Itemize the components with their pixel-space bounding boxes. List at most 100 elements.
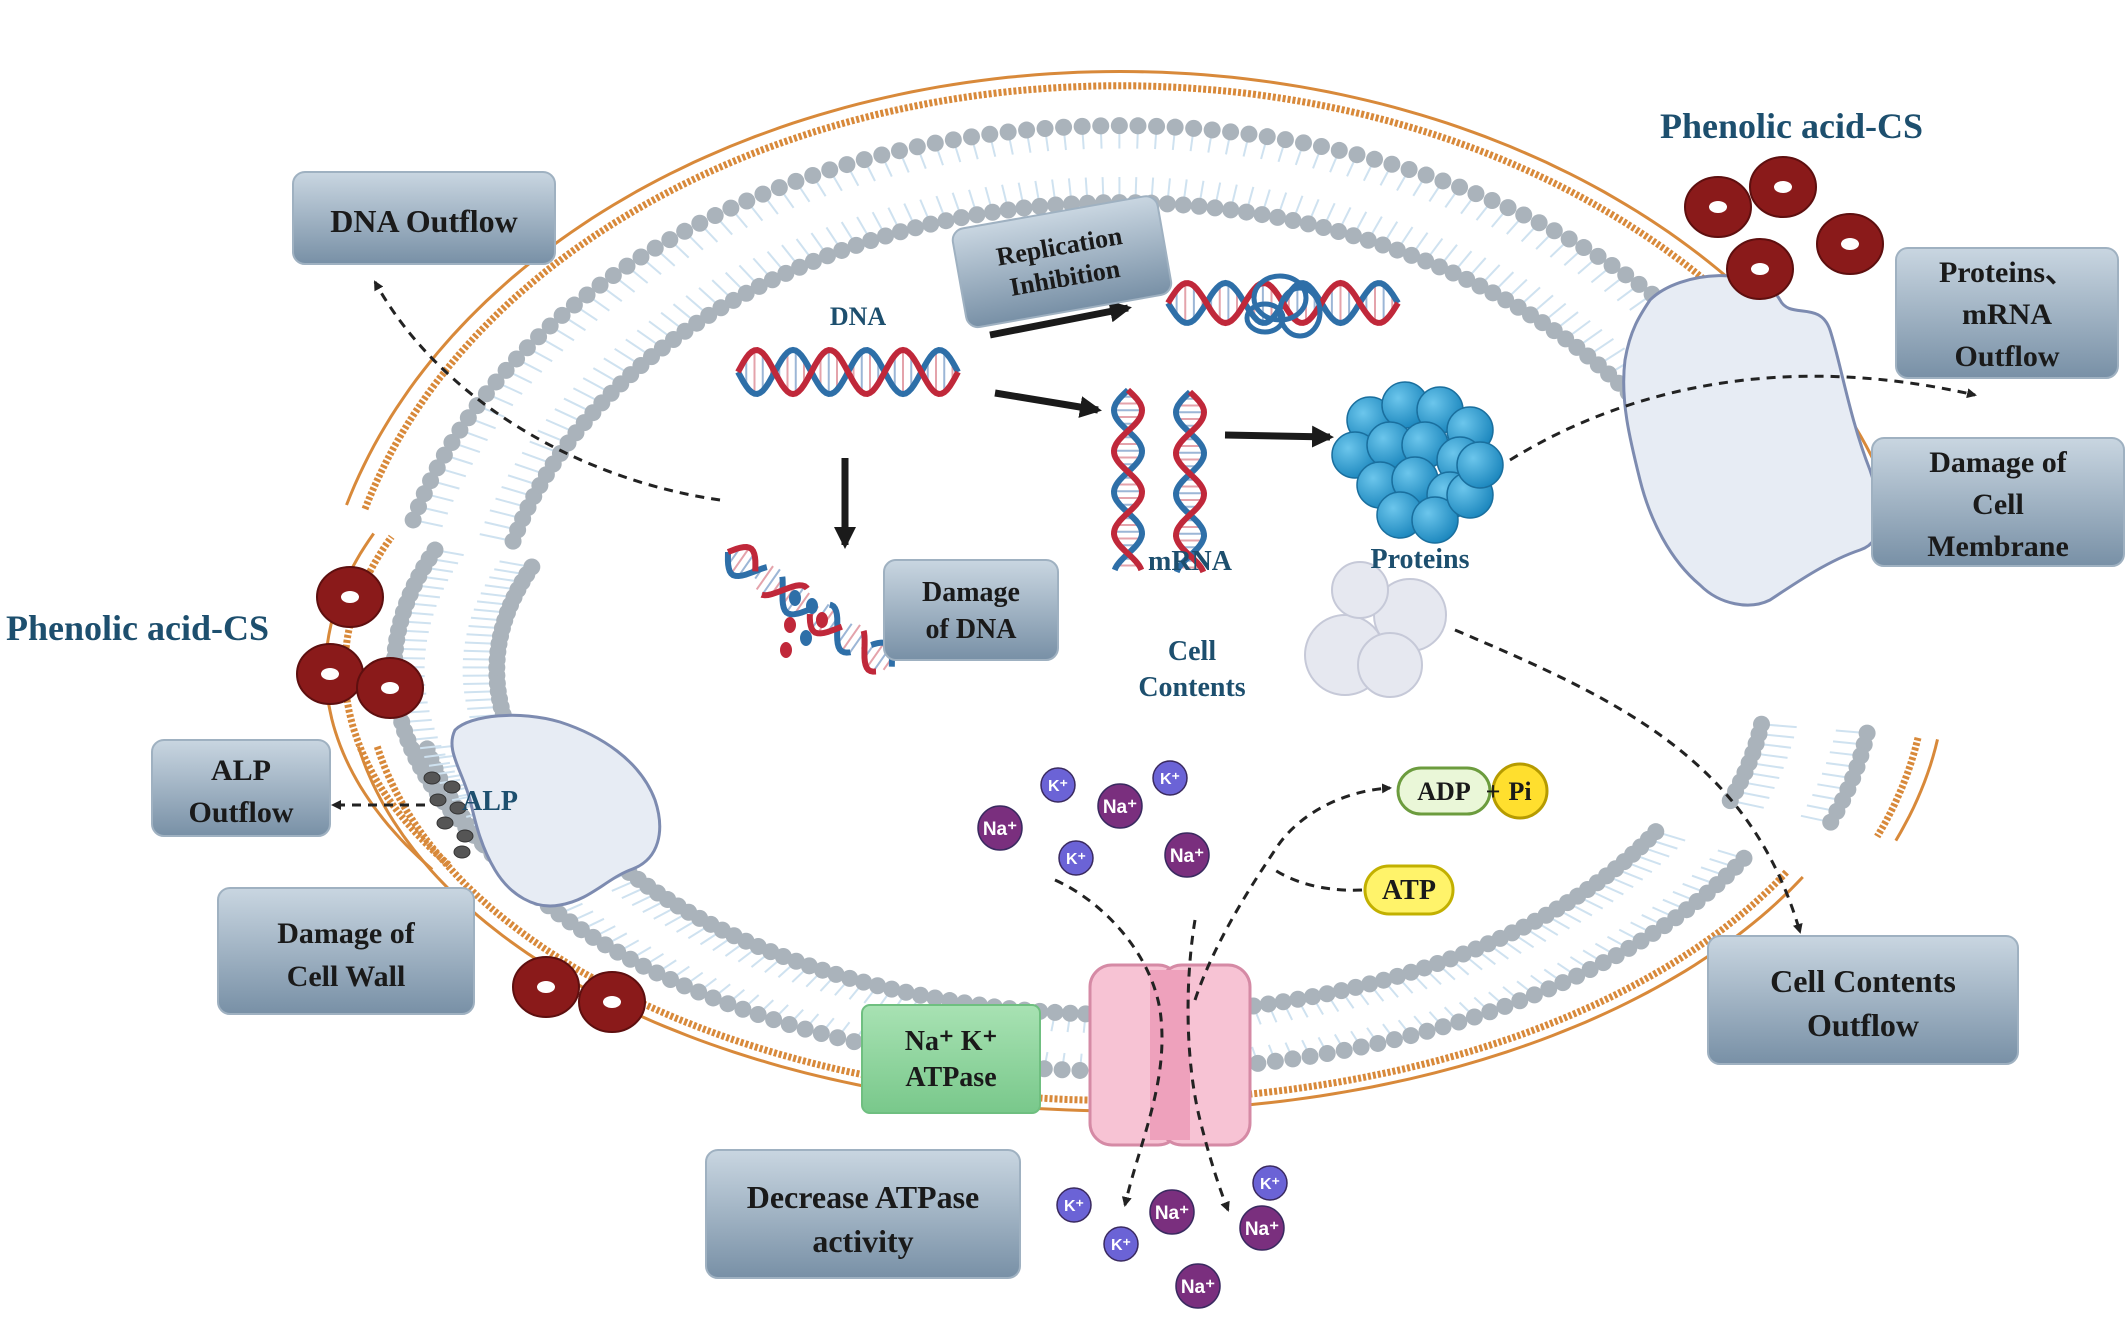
na-ion-label: Na⁺ <box>983 819 1017 840</box>
arrow-ion-in-left <box>1054 878 1164 1207</box>
damage-cell-wall-label-1: Damage of <box>277 917 415 950</box>
na-ion-label: Na⁺ <box>1155 1203 1189 1224</box>
adp-pill <box>1396 766 1492 816</box>
alp-particles <box>423 771 474 859</box>
arrow-ion-in-right <box>1186 919 1230 1212</box>
decrease-atpase-box <box>705 1149 1021 1279</box>
sodium-ion-icon: Na⁺ <box>977 805 1023 851</box>
sodium-ion-icon: Na⁺ <box>1149 1189 1195 1235</box>
membrane-protein-right <box>1622 274 1882 607</box>
k-ion-label: K⁺ <box>1160 771 1180 788</box>
damage-cell-membrane-label-1: Damage of <box>1929 446 2067 479</box>
dna-outflow-label: DNA Outflow <box>330 203 518 239</box>
arrow-from-atp <box>1274 868 1363 892</box>
alp-outflow-label-2: Outflow <box>189 796 294 829</box>
cell-contents-outflow-label-1: Cell Contents <box>1770 963 1956 999</box>
damage-dna-box <box>883 559 1059 661</box>
pi-label: Pi <box>1508 777 1531 806</box>
mrna-strand-1 <box>1110 387 1146 572</box>
alp-outflow-label-1: ALP <box>211 754 271 787</box>
mrna-strand-2 <box>1172 389 1208 574</box>
damage-dna-label-2: of DNA <box>926 614 1018 645</box>
na-ion-label: Na⁺ <box>1181 1277 1215 1298</box>
na-ion-label: Na⁺ <box>1170 846 1204 867</box>
phenolic-top-label: Phenolic acid-CS <box>1660 106 1923 146</box>
potassium-ion-icon: K⁺ <box>1058 840 1094 876</box>
phenolic-acid-cs-particle <box>356 657 424 719</box>
replication-inhibition-box <box>951 195 1173 329</box>
sodium-ion-icon: Na⁺ <box>1239 1205 1285 1251</box>
dna-helices <box>724 273 1401 675</box>
ion-group: K⁺ Na⁺ Na⁺ K⁺ K⁺ Na⁺ K⁺ K⁺ Na⁺ K⁺ Na⁺ Na⁺ <box>977 760 1288 1309</box>
proteins-mrna-outflow-label-3: Outflow <box>1955 340 2060 373</box>
potassium-ion-icon: K⁺ <box>1252 1165 1288 1201</box>
proteins-mrna-outflow-label-1: Proteins、 <box>1939 256 2075 289</box>
solid-arrows <box>834 300 1334 549</box>
sodium-ion-icon: Na⁺ <box>1164 832 1210 878</box>
plus-label: + <box>1486 777 1501 806</box>
atpase-label-2: ATPase <box>905 1062 996 1093</box>
potassium-ion-icon: K⁺ <box>1056 1187 1092 1223</box>
atpase-box <box>861 1004 1041 1114</box>
damage-cell-membrane-label-3: Membrane <box>1927 530 2069 563</box>
phenolic-acid-cs-particles <box>296 156 1884 1033</box>
replication-knot-icon <box>1244 273 1323 339</box>
proteins-mrna-outflow-box <box>1895 247 2119 379</box>
phenolic-acid-cs-particle <box>296 643 364 705</box>
phenolic-left-label: Phenolic acid-CS <box>6 608 269 648</box>
na-k-atpase-channel <box>1088 963 1252 1147</box>
phenolic-acid-cs-particle <box>316 566 384 628</box>
damage-cell-wall-box <box>217 887 475 1015</box>
dna-outflow-box <box>292 171 556 265</box>
atp-pill <box>1363 864 1455 916</box>
arrow-proteins-outflow <box>1509 374 1977 462</box>
dna-label: DNA <box>830 302 887 331</box>
membrane-protein-left <box>450 713 662 908</box>
cell-contents-label-2: Contents <box>1138 672 1245 703</box>
sodium-ion-icon: Na⁺ <box>1175 1263 1221 1309</box>
damage-cell-membrane-label-2: Cell <box>1972 488 2024 521</box>
k-ion-label: K⁺ <box>1066 851 1086 868</box>
na-ion-label: Na⁺ <box>1103 797 1137 818</box>
atpase-label-1: Na⁺ K⁺ <box>905 1026 998 1057</box>
potassium-ion-icon: K⁺ <box>1040 767 1076 803</box>
alp-label: ALP <box>462 786 518 817</box>
decrease-atpase-label-2: activity <box>812 1223 913 1259</box>
arrow-dna-to-mrna <box>994 389 1102 418</box>
damage-dna-label-1: Damage <box>922 577 1020 608</box>
cell-contents-icon <box>1304 561 1447 698</box>
proteins-cluster-icon <box>1331 381 1504 544</box>
dna-helix-main <box>735 346 961 398</box>
phenolic-acid-cs-particle <box>578 971 646 1033</box>
k-ion-label: K⁺ <box>1064 1198 1084 1215</box>
phenolic-acid-cs-particle <box>1749 156 1817 218</box>
text-labels: Phenolic acid-CS Phenolic acid-CS DNA Ou… <box>6 106 2075 1259</box>
cell-contents-label-1: Cell <box>1168 636 1216 667</box>
membrane-right-arc-upper <box>1721 715 1939 842</box>
dashed-arrows <box>331 280 1977 1212</box>
cell-contents-outflow-label-2: Outflow <box>1807 1007 1919 1043</box>
potassium-ion-icon: K⁺ <box>1103 1226 1139 1262</box>
atp-label: ATP <box>1382 875 1436 906</box>
proteins-mrna-outflow-label-2: mRNA <box>1962 298 2052 331</box>
phenolic-acid-cs-particle <box>1816 213 1884 275</box>
damage-cell-membrane-box <box>1871 437 2125 567</box>
cell-contents-outflow-box <box>1707 935 2019 1065</box>
dna-fragments-icon <box>780 590 828 658</box>
k-ion-label: K⁺ <box>1111 1237 1131 1254</box>
k-ion-label: K⁺ <box>1048 778 1068 795</box>
potassium-ion-icon: K⁺ <box>1152 760 1188 796</box>
label-boxes <box>151 171 2125 1279</box>
phenolic-acid-cs-particle <box>512 956 580 1018</box>
sodium-ion-icon: Na⁺ <box>1097 783 1143 829</box>
damage-cell-wall-label-2: Cell Wall <box>287 960 406 993</box>
phenolic-acid-cs-particle <box>1684 176 1752 238</box>
phenolic-acid-cs-particle <box>1726 238 1794 300</box>
proteins-label: Proteins <box>1370 544 1469 575</box>
decrease-atpase-label-1: Decrease ATPase <box>747 1179 980 1215</box>
arrow-to-adp <box>1193 783 1392 1001</box>
k-ion-label: K⁺ <box>1260 1176 1280 1193</box>
arrow-mrna-to-proteins <box>1224 425 1334 448</box>
arrow-cell-contents-outflow <box>1454 628 1803 934</box>
